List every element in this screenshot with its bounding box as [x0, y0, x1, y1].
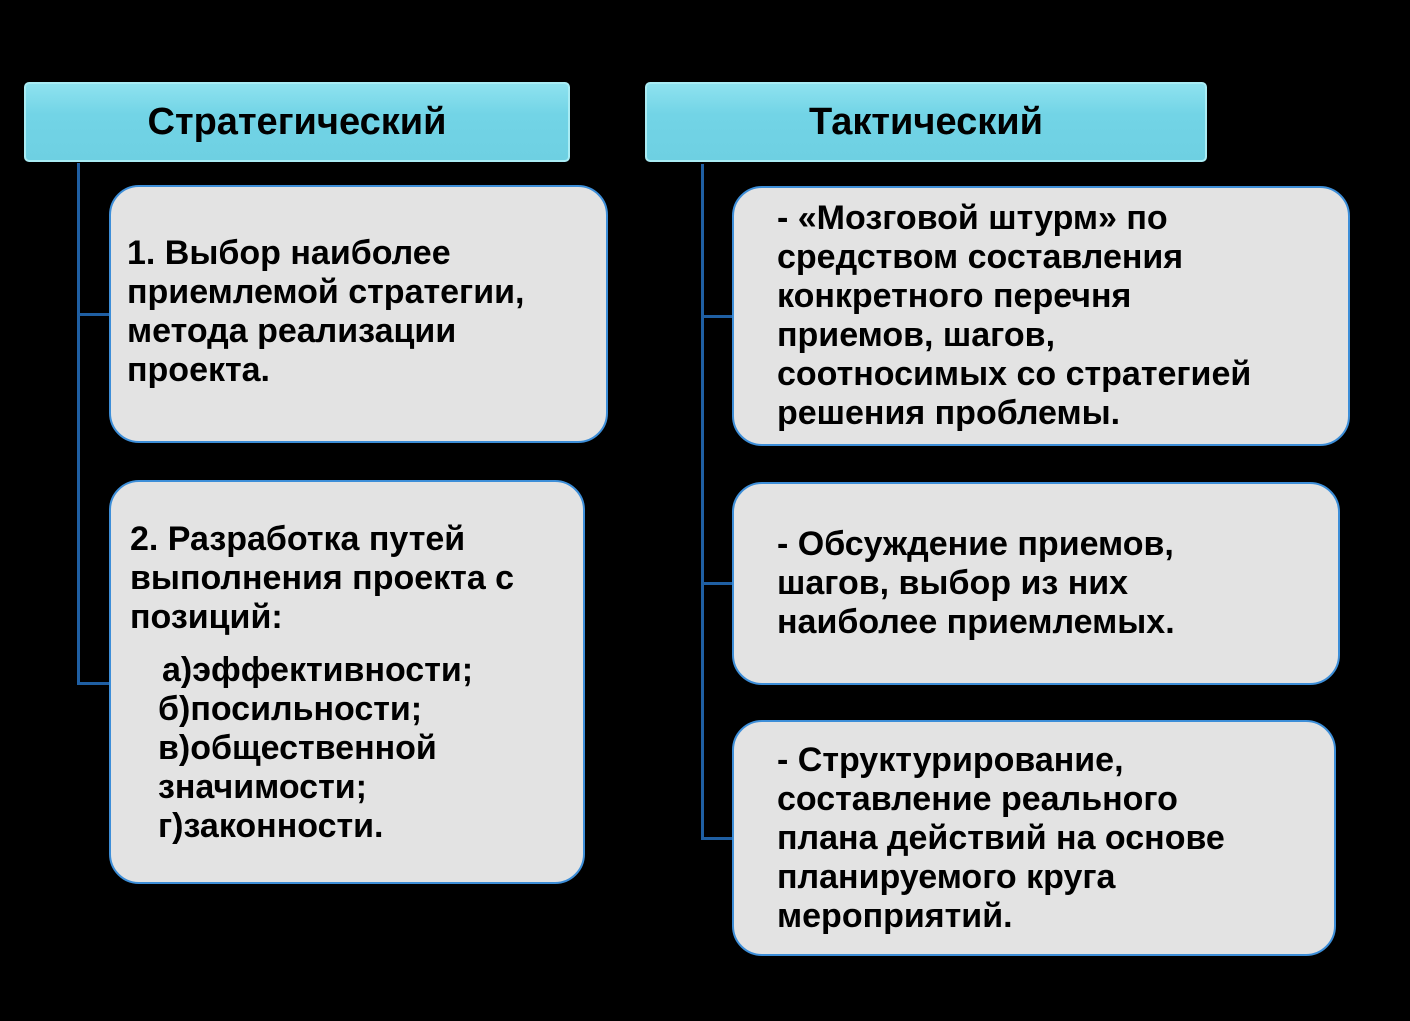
text-line: наиболее приемлемых. [777, 603, 1175, 641]
text-line: метода реализации [127, 312, 457, 350]
text-line: решения проблемы. [777, 394, 1121, 432]
tactical-connector [701, 164, 704, 840]
strategic-item-2: 2. Разработка путей выполнения проекта с… [109, 480, 585, 884]
text-line: - Обсуждение приемов, [777, 525, 1174, 563]
text-line: составление реального [777, 779, 1178, 818]
text-line: проекта. [127, 351, 271, 389]
connector-branch [701, 582, 734, 585]
text-line: приемлемой стратегии, [127, 273, 525, 311]
text-line: позиций: [130, 598, 283, 636]
sub-item: г)законности. [158, 807, 384, 845]
tactical-item-3: - Структурирование, составление реальног… [732, 720, 1336, 956]
strategic-item-1: 1. Выбор наиболее приемлемой стратегии, … [109, 185, 608, 443]
text-line: приемов, шагов, [777, 316, 1056, 354]
strategic-title: Стратегический [147, 100, 447, 143]
connector-branch [77, 682, 111, 685]
tactical-item-2: - Обсуждение приемов, шагов, выбор из ни… [732, 482, 1340, 685]
text-line: шагов, выбор из них [777, 564, 1129, 602]
sub-item: значимости; [158, 768, 367, 806]
strategic-header: Стратегический [24, 82, 570, 162]
text-line: средством составления [777, 238, 1184, 276]
text-line: выполнения проекта с [130, 559, 515, 597]
tactical-title: Тактический [809, 100, 1043, 143]
text-line: 2. Разработка путей [130, 520, 466, 558]
sub-item: в)общественной [158, 729, 437, 767]
connector-branch [701, 315, 734, 318]
text-line: конкретного перечня [777, 277, 1132, 315]
sub-item: а)эффективности; [162, 651, 474, 689]
tactical-item-1: - «Мозговой штурм» по средством составле… [732, 186, 1350, 446]
text-line: мероприятий. [777, 896, 1013, 935]
sub-item: б)посильности; [158, 690, 423, 728]
tactical-header: Тактический [645, 82, 1207, 162]
strategic-connector [77, 163, 80, 685]
connector-branch [77, 313, 111, 316]
text-line: - «Мозговой штурм» по [777, 199, 1168, 237]
text-line: соотносимых со стратегией [777, 355, 1252, 393]
connector-branch [701, 837, 734, 840]
text-line: 1. Выбор наиболее [127, 234, 451, 272]
text-line: плана действий на основе [777, 818, 1225, 857]
text-line: планируемого круга [777, 857, 1116, 896]
text-line: - Структурирование, [777, 740, 1124, 779]
